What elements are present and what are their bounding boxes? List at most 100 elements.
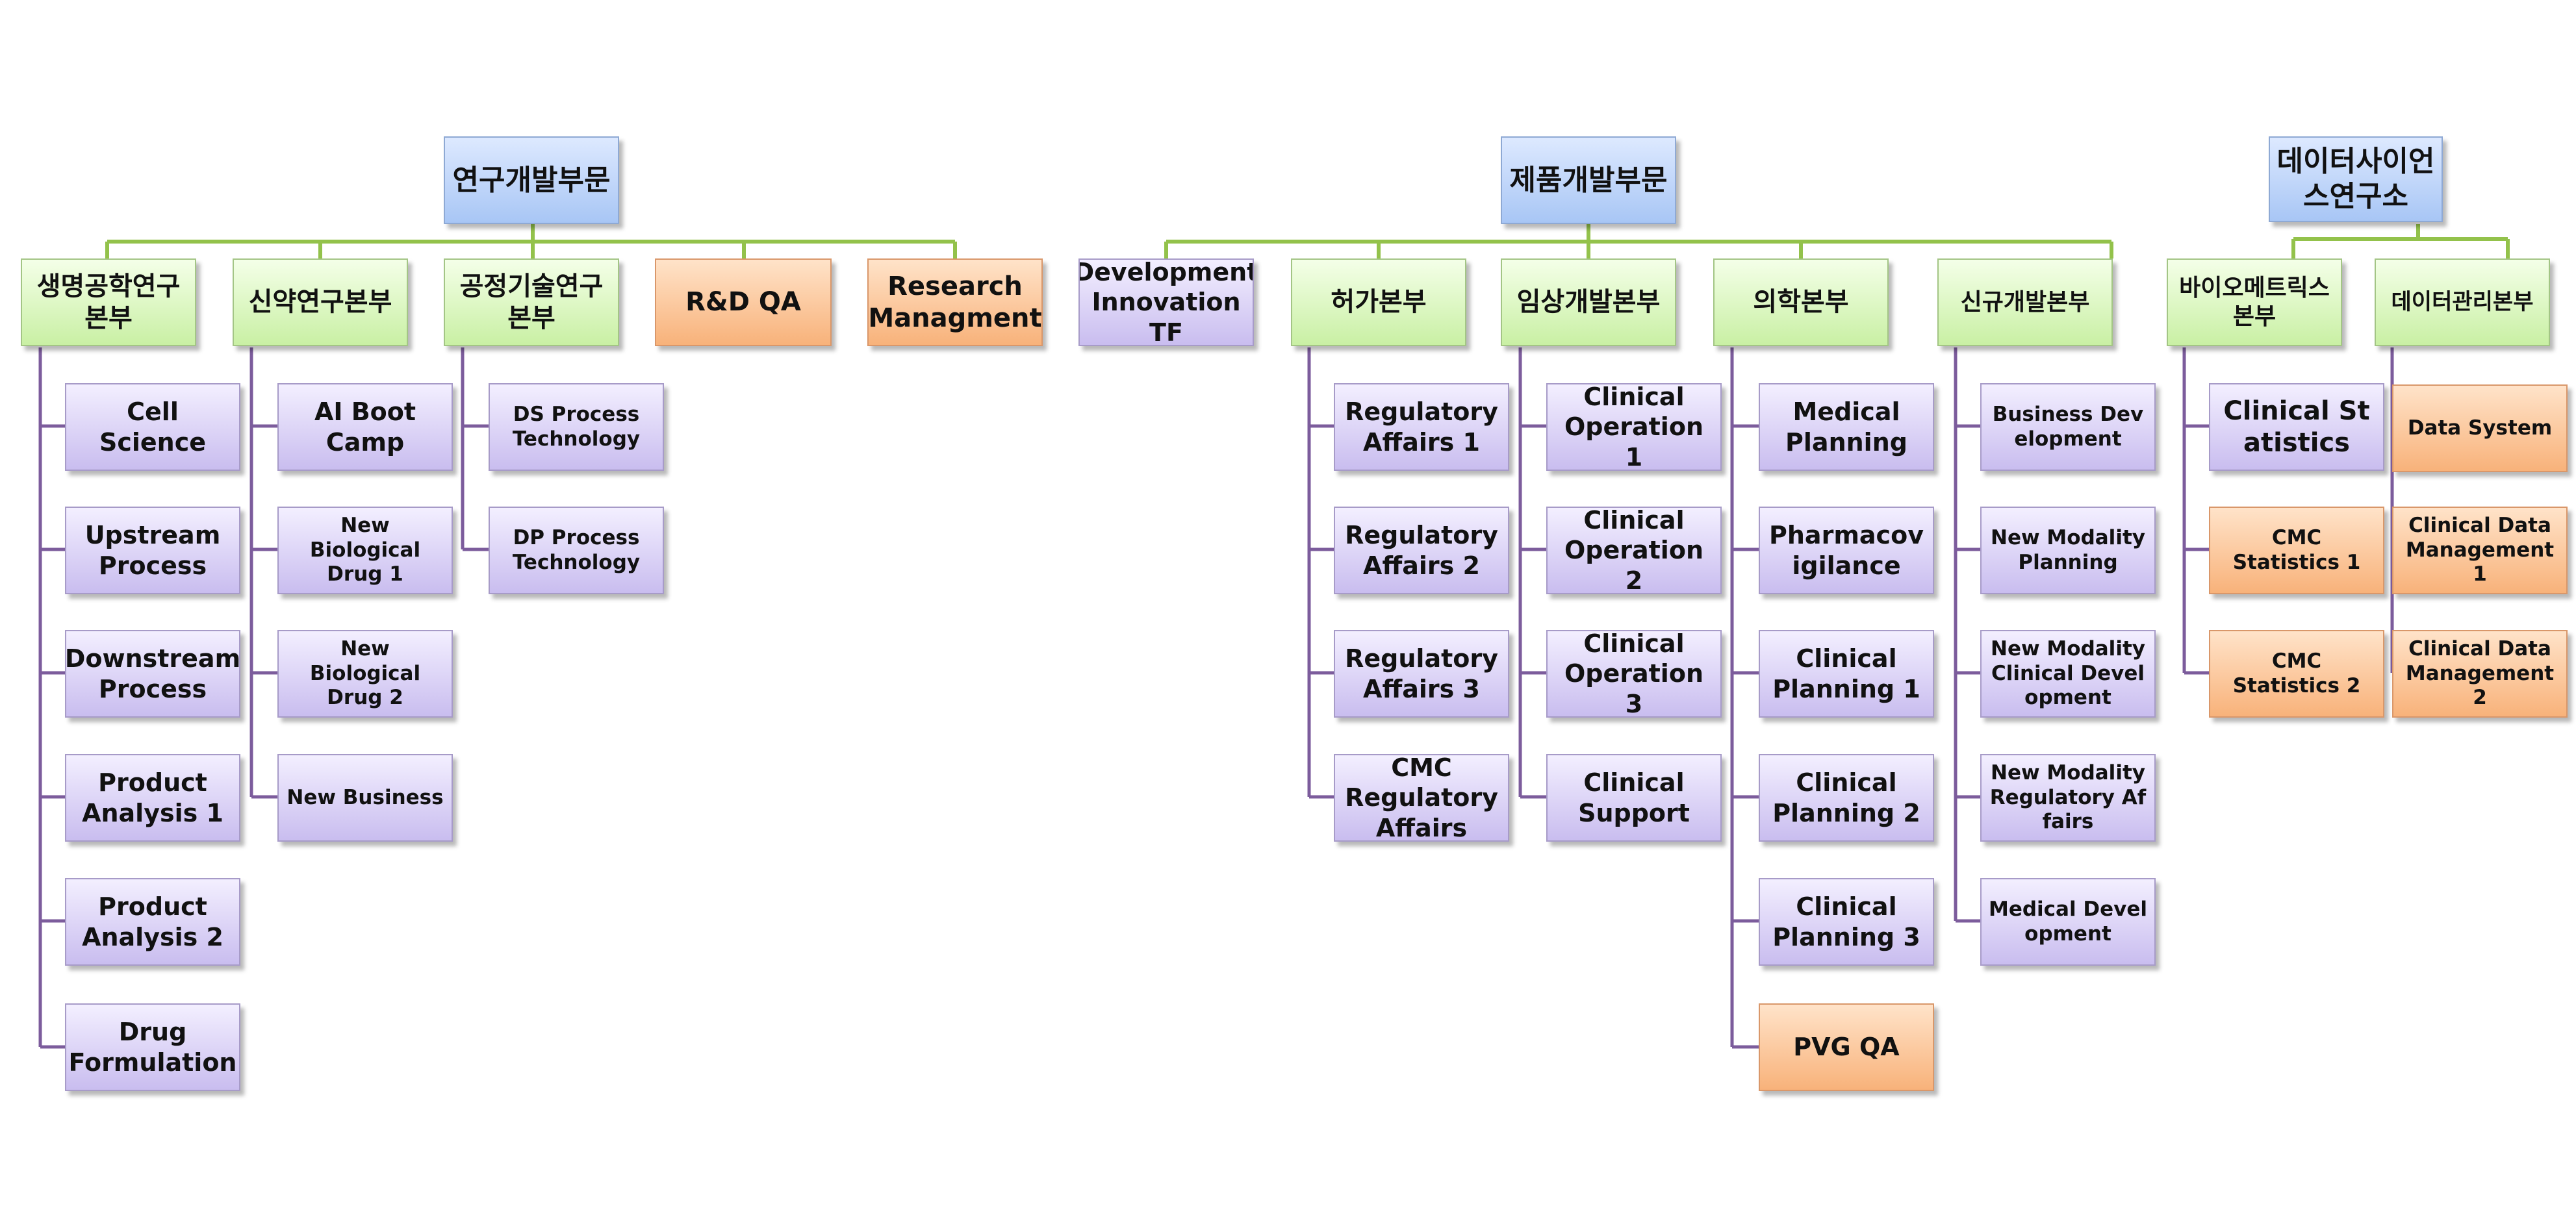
node-biometrics-hq: 바이오메트릭스본부: [2167, 258, 2342, 346]
node-label: Clinical Planning 2: [1772, 768, 1920, 827]
node-research-management: Research Managment: [867, 258, 1043, 346]
node-label: Clinical Planning 3: [1772, 892, 1920, 951]
node-product-division: 제품개발부문: [1501, 136, 1676, 224]
node-label: 신약연구본부: [248, 287, 392, 318]
node-label: Drug Formulation: [68, 1018, 237, 1077]
node-label: 임상개발본부: [1516, 287, 1661, 318]
node-cell-science: Cell Science: [65, 383, 240, 471]
node-label: DS Process Technology: [512, 402, 641, 451]
node-new-business: New Business: [277, 754, 453, 842]
node-label: Product Analysis 2: [82, 892, 223, 951]
node-data-system: Data System: [2392, 384, 2568, 472]
node-new-modality-regulatory-affairs: New Modality Regulatory Affairs: [1980, 754, 2156, 842]
node-business-development: Business Development: [1980, 383, 2156, 471]
node-label: CMC Statistics 2: [2232, 649, 2361, 697]
node-label: AI Boot Camp: [314, 397, 416, 457]
node-label: Regulatory Affairs 2: [1345, 521, 1498, 580]
node-label: 데이터사이언스연구소: [2276, 145, 2435, 213]
node-label: 생명공학연구본부: [36, 271, 181, 333]
node-label: Clinical Support: [1578, 768, 1690, 827]
node-rd-qa: R&D QA: [655, 258, 832, 346]
node-clinical-data-management-1: Clinical Data Management 1: [2392, 507, 2568, 594]
node-label: Development Innovation TF: [1078, 258, 1254, 346]
node-label: Clinical Data Management 2: [2405, 636, 2555, 710]
node-new-biological-drug-1: New Biological Drug 1: [277, 507, 453, 594]
node-regulatory-affairs-2: Regulatory Affairs 2: [1334, 507, 1509, 594]
node-cmc-statistics-1: CMC Statistics 1: [2209, 507, 2384, 594]
node-cmc-regulatory-affairs: CMC Regulatory Affairs: [1334, 754, 1509, 842]
node-label: Medical Planning: [1785, 397, 1907, 457]
node-clinical-operation-2: Clinical Operation 2: [1546, 507, 1722, 594]
node-label: Research Managment: [868, 271, 1042, 333]
node-clinical-planning-3: Clinical Planning 3: [1759, 878, 1934, 966]
node-label: Cell Science: [99, 397, 207, 457]
node-label: CMC Statistics 1: [2232, 525, 2361, 574]
node-drug-research-hq: 신약연구본부: [233, 258, 408, 346]
node-research-division: 연구개발부문: [444, 136, 619, 224]
node-label: 연구개발부문: [452, 163, 611, 197]
node-regulatory-affairs-1: Regulatory Affairs 1: [1334, 383, 1509, 471]
node-data-management-hq: 데이터관리본부: [2375, 258, 2550, 346]
node-label: New Modality Planning: [1991, 525, 2145, 574]
node-medical-planning: Medical Planning: [1759, 383, 1934, 471]
node-label: Downstream Process: [65, 644, 240, 703]
node-ai-boot-camp: AI Boot Camp: [277, 383, 453, 471]
node-label: New Business: [287, 785, 444, 809]
node-label: 데이터관리본부: [2391, 288, 2534, 315]
node-label: Upstream Process: [84, 521, 221, 580]
node-clinical-planning-1: Clinical Planning 1: [1759, 630, 1934, 718]
node-label: New Modality Regulatory Affairs: [1989, 760, 2147, 834]
node-new-development-hq: 신규개발본부: [1937, 258, 2113, 346]
node-label: New Biological Drug 1: [309, 513, 421, 586]
node-regulatory-hq: 허가본부: [1291, 258, 1466, 346]
node-label: Regulatory Affairs 3: [1345, 644, 1498, 703]
node-product-analysis-2: Product Analysis 2: [65, 878, 240, 966]
node-label: Business Development: [1992, 402, 2144, 451]
node-ds-process-technology: DS Process Technology: [489, 383, 664, 471]
node-label: New Biological Drug 2: [309, 636, 421, 710]
node-clinical-support: Clinical Support: [1546, 754, 1722, 842]
node-cmc-statistics-2: CMC Statistics 2: [2209, 630, 2384, 718]
node-label: 신규개발본부: [1960, 288, 2090, 316]
node-clinical-planning-2: Clinical Planning 2: [1759, 754, 1934, 842]
node-label: 제품개발부문: [1509, 163, 1668, 197]
node-medical-hq: 의학본부: [1713, 258, 1889, 346]
node-label: R&D QA: [685, 287, 801, 318]
node-label: Clinical Data Management 1: [2405, 513, 2555, 586]
node-label: Clinical Statistics: [2223, 396, 2370, 458]
node-dp-process-technology: DP Process Technology: [489, 507, 664, 594]
node-data-science-institute: 데이터사이언스연구소: [2269, 136, 2443, 222]
node-clinical-data-management-2: Clinical Data Management 2: [2392, 630, 2568, 718]
node-label: Data System: [2407, 416, 2553, 440]
node-biotech-hq: 생명공학연구본부: [21, 258, 196, 346]
node-upstream-process: Upstream Process: [65, 507, 240, 594]
node-clinical-dev-hq: 임상개발본부: [1501, 258, 1676, 346]
node-new-modality-clinical-development: New Modality Clinical Development: [1980, 630, 2156, 718]
node-label: Product Analysis 1: [82, 768, 223, 827]
node-label: Clinical Operation 3: [1564, 630, 1703, 718]
node-label: Pharmacovigilance: [1769, 521, 1924, 580]
node-label: Clinical Operation 1: [1564, 383, 1703, 471]
node-new-modality-planning: New Modality Planning: [1980, 507, 2156, 594]
node-downstream-process: Downstream Process: [65, 630, 240, 718]
division-connectors: [105, 224, 2510, 258]
node-label: PVG QA: [1793, 1033, 1900, 1062]
node-clinical-statistics: Clinical Statistics: [2209, 383, 2384, 471]
node-clinical-operation-3: Clinical Operation 3: [1546, 630, 1722, 718]
node-label: 공정기술연구본부: [459, 271, 604, 333]
node-pvg-qa: PVG QA: [1759, 1003, 1934, 1091]
node-label: New Modality Clinical Development: [1991, 636, 2145, 710]
node-development-innovation-tf: Development Innovation TF: [1078, 258, 1254, 346]
node-label: 바이오메트릭스본부: [2179, 274, 2330, 330]
node-process-tech-hq: 공정기술연구본부: [444, 258, 619, 346]
node-regulatory-affairs-3: Regulatory Affairs 3: [1334, 630, 1509, 718]
node-new-biological-drug-2: New Biological Drug 2: [277, 630, 453, 718]
node-label: Medical Development: [1988, 897, 2148, 946]
node-label: Clinical Operation 2: [1564, 507, 1703, 594]
node-label: Regulatory Affairs 1: [1345, 397, 1498, 457]
node-label: Clinical Planning 1: [1772, 644, 1920, 703]
node-pharmacovigilance: Pharmacovigilance: [1759, 507, 1934, 594]
node-drug-formulation: Drug Formulation: [65, 1003, 240, 1091]
node-label: 의학본부: [1753, 287, 1849, 318]
